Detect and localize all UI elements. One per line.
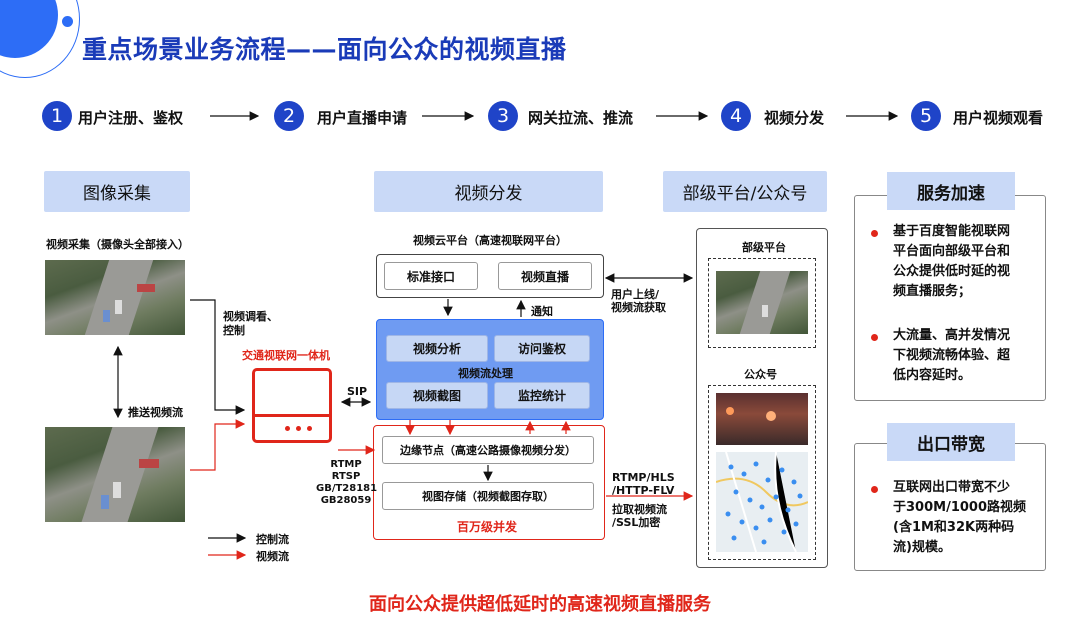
acceleration-bullet-2: 大流量、高并发情况 下视频流畅体验、超 低内容延时。	[893, 326, 1010, 386]
camera-image-1	[45, 260, 185, 335]
acceleration-bullet-1-line2: 平台面向部级平台和	[893, 244, 1011, 259]
step-1-number: 1	[42, 101, 72, 131]
camera-image-2	[45, 427, 185, 522]
protocols-in: RTMP RTSP GB/T28181 GB28059	[316, 459, 378, 507]
processing-label: 视频流处理	[458, 367, 513, 380]
sip-label: SIP	[347, 385, 368, 398]
acceleration-bullet-1-line4: 频直播服务；	[893, 284, 972, 299]
step-4-label: 视频分发	[764, 109, 825, 127]
acceleration-bullet-1: 基于百度智能视联网 平台面向部级平台和 公众提供低时延的视 频直播服务；	[893, 222, 1010, 302]
user-online-line2: 视频流获取	[611, 301, 666, 314]
bandwidth-bullet-line2: 于300M/1000路视频	[893, 500, 1027, 515]
concurrency-label: 百万级并发	[457, 520, 518, 534]
pull-label-line2: /SSL加密	[612, 516, 661, 529]
push-video-label: 推送视频流	[128, 406, 183, 419]
live-box: 视频直播	[498, 262, 592, 290]
protocol-gbt28181: GB/T28181	[316, 483, 378, 494]
step-1-label: 用户注册、鉴权	[78, 109, 184, 127]
edge-box: 边缘节点（高速公路摄像视频分发）	[382, 436, 594, 464]
step-5-number: 5	[911, 101, 941, 131]
decor-circle-small	[62, 16, 73, 27]
protocol-rtmp: RTMP	[330, 459, 362, 470]
ministry-camera-image	[716, 271, 808, 334]
acceleration-bullet-1-line1: 基于百度智能视联网	[893, 224, 1011, 239]
bandwidth-bullet: 互联网出口带宽不少 于300M/1000路视频 (含1M和32K两种码 流)规模…	[893, 478, 1026, 558]
bandwidth-bullet-line4: 流)规模。	[893, 540, 951, 555]
video-push-arrow	[190, 419, 246, 471]
protocol-gb28059: GB28059	[320, 495, 372, 506]
std-interface-box: 标准接口	[384, 262, 478, 290]
step-3-label: 网关拉流、推流	[528, 109, 634, 127]
page-title: 重点场景业务流程——面向公众的视频直播	[82, 35, 567, 64]
edge-container	[373, 425, 605, 540]
public-dashed-box	[708, 385, 816, 560]
control-arrow	[190, 299, 246, 415]
user-online-label: 用户上线/ 视频流获取	[611, 288, 666, 314]
bandwidth-title: 出口带宽	[887, 423, 1015, 461]
platform-header: 部级平台/公众号	[663, 171, 827, 212]
ministry-label: 部级平台	[742, 241, 786, 254]
public-label: 公众号	[744, 368, 777, 381]
step-3-number: 3	[488, 101, 518, 131]
step-5-label: 用户视频观看	[953, 109, 1044, 127]
distribution-header: 视频分发	[374, 171, 603, 212]
device-icon	[252, 368, 332, 443]
phone-frame	[696, 228, 828, 568]
acceleration-bullet-2-line2: 下视频流畅体验、超	[893, 348, 1011, 363]
notify-label: 通知	[531, 305, 553, 318]
bandwidth-bullet-line1: 互联网出口带宽不少	[893, 480, 1011, 495]
acceleration-bullet-2-line1: 大流量、高并发情况	[893, 328, 1011, 343]
step-2-label: 用户直播申请	[317, 109, 408, 127]
device-label: 交通视联网一体机	[242, 349, 330, 362]
legend-control: 控制流	[256, 533, 289, 546]
protocols-out: RTMP/HLS /HTTP-FLV	[612, 471, 675, 497]
capture-header: 图像采集	[44, 171, 190, 212]
cloud-caption: 视频云平台（高速视联网平台）	[413, 234, 567, 247]
snapshot-box: 视频截图	[386, 382, 488, 409]
pull-label: 拉取视频流 /SSL加密	[612, 503, 667, 529]
bandwidth-bullet-dot	[871, 486, 878, 493]
public-map-image	[716, 452, 808, 552]
step-4-number: 4	[721, 101, 751, 131]
footer-tagline: 面向公众提供超低延时的高速视频直播服务	[369, 594, 711, 615]
control-label: 视频调看、控制	[223, 310, 278, 337]
acceleration-bullet-2-dot	[871, 334, 878, 341]
public-video-image	[716, 393, 808, 445]
auth-box: 访问鉴权	[494, 335, 590, 362]
bandwidth-bullet-line3: (含1M和32K两种码	[893, 520, 1015, 535]
stats-box: 监控统计	[494, 382, 590, 409]
acceleration-bullet-1-dot	[871, 230, 878, 237]
protocol-rtmp-hls: RTMP/HLS	[612, 471, 675, 484]
pull-label-line1: 拉取视频流	[612, 503, 667, 516]
storage-box: 视图存储（视频截图存取）	[382, 482, 594, 510]
ministry-dashed-box	[708, 258, 816, 348]
acceleration-bullet-2-line3: 低内容延时。	[893, 368, 972, 383]
user-online-line1: 用户上线/	[611, 288, 660, 301]
legend-video: 视频流	[256, 550, 289, 563]
protocol-http-flv: /HTTP-FLV	[612, 484, 675, 497]
acceleration-title: 服务加速	[887, 172, 1015, 210]
protocol-rtsp: RTSP	[331, 471, 361, 482]
analysis-box: 视频分析	[386, 335, 488, 362]
step-2-number: 2	[274, 101, 304, 131]
acceleration-bullet-1-line3: 公众提供低时延的视	[893, 264, 1011, 279]
capture-caption: 视频采集（摄像头全部接入）	[46, 238, 189, 251]
